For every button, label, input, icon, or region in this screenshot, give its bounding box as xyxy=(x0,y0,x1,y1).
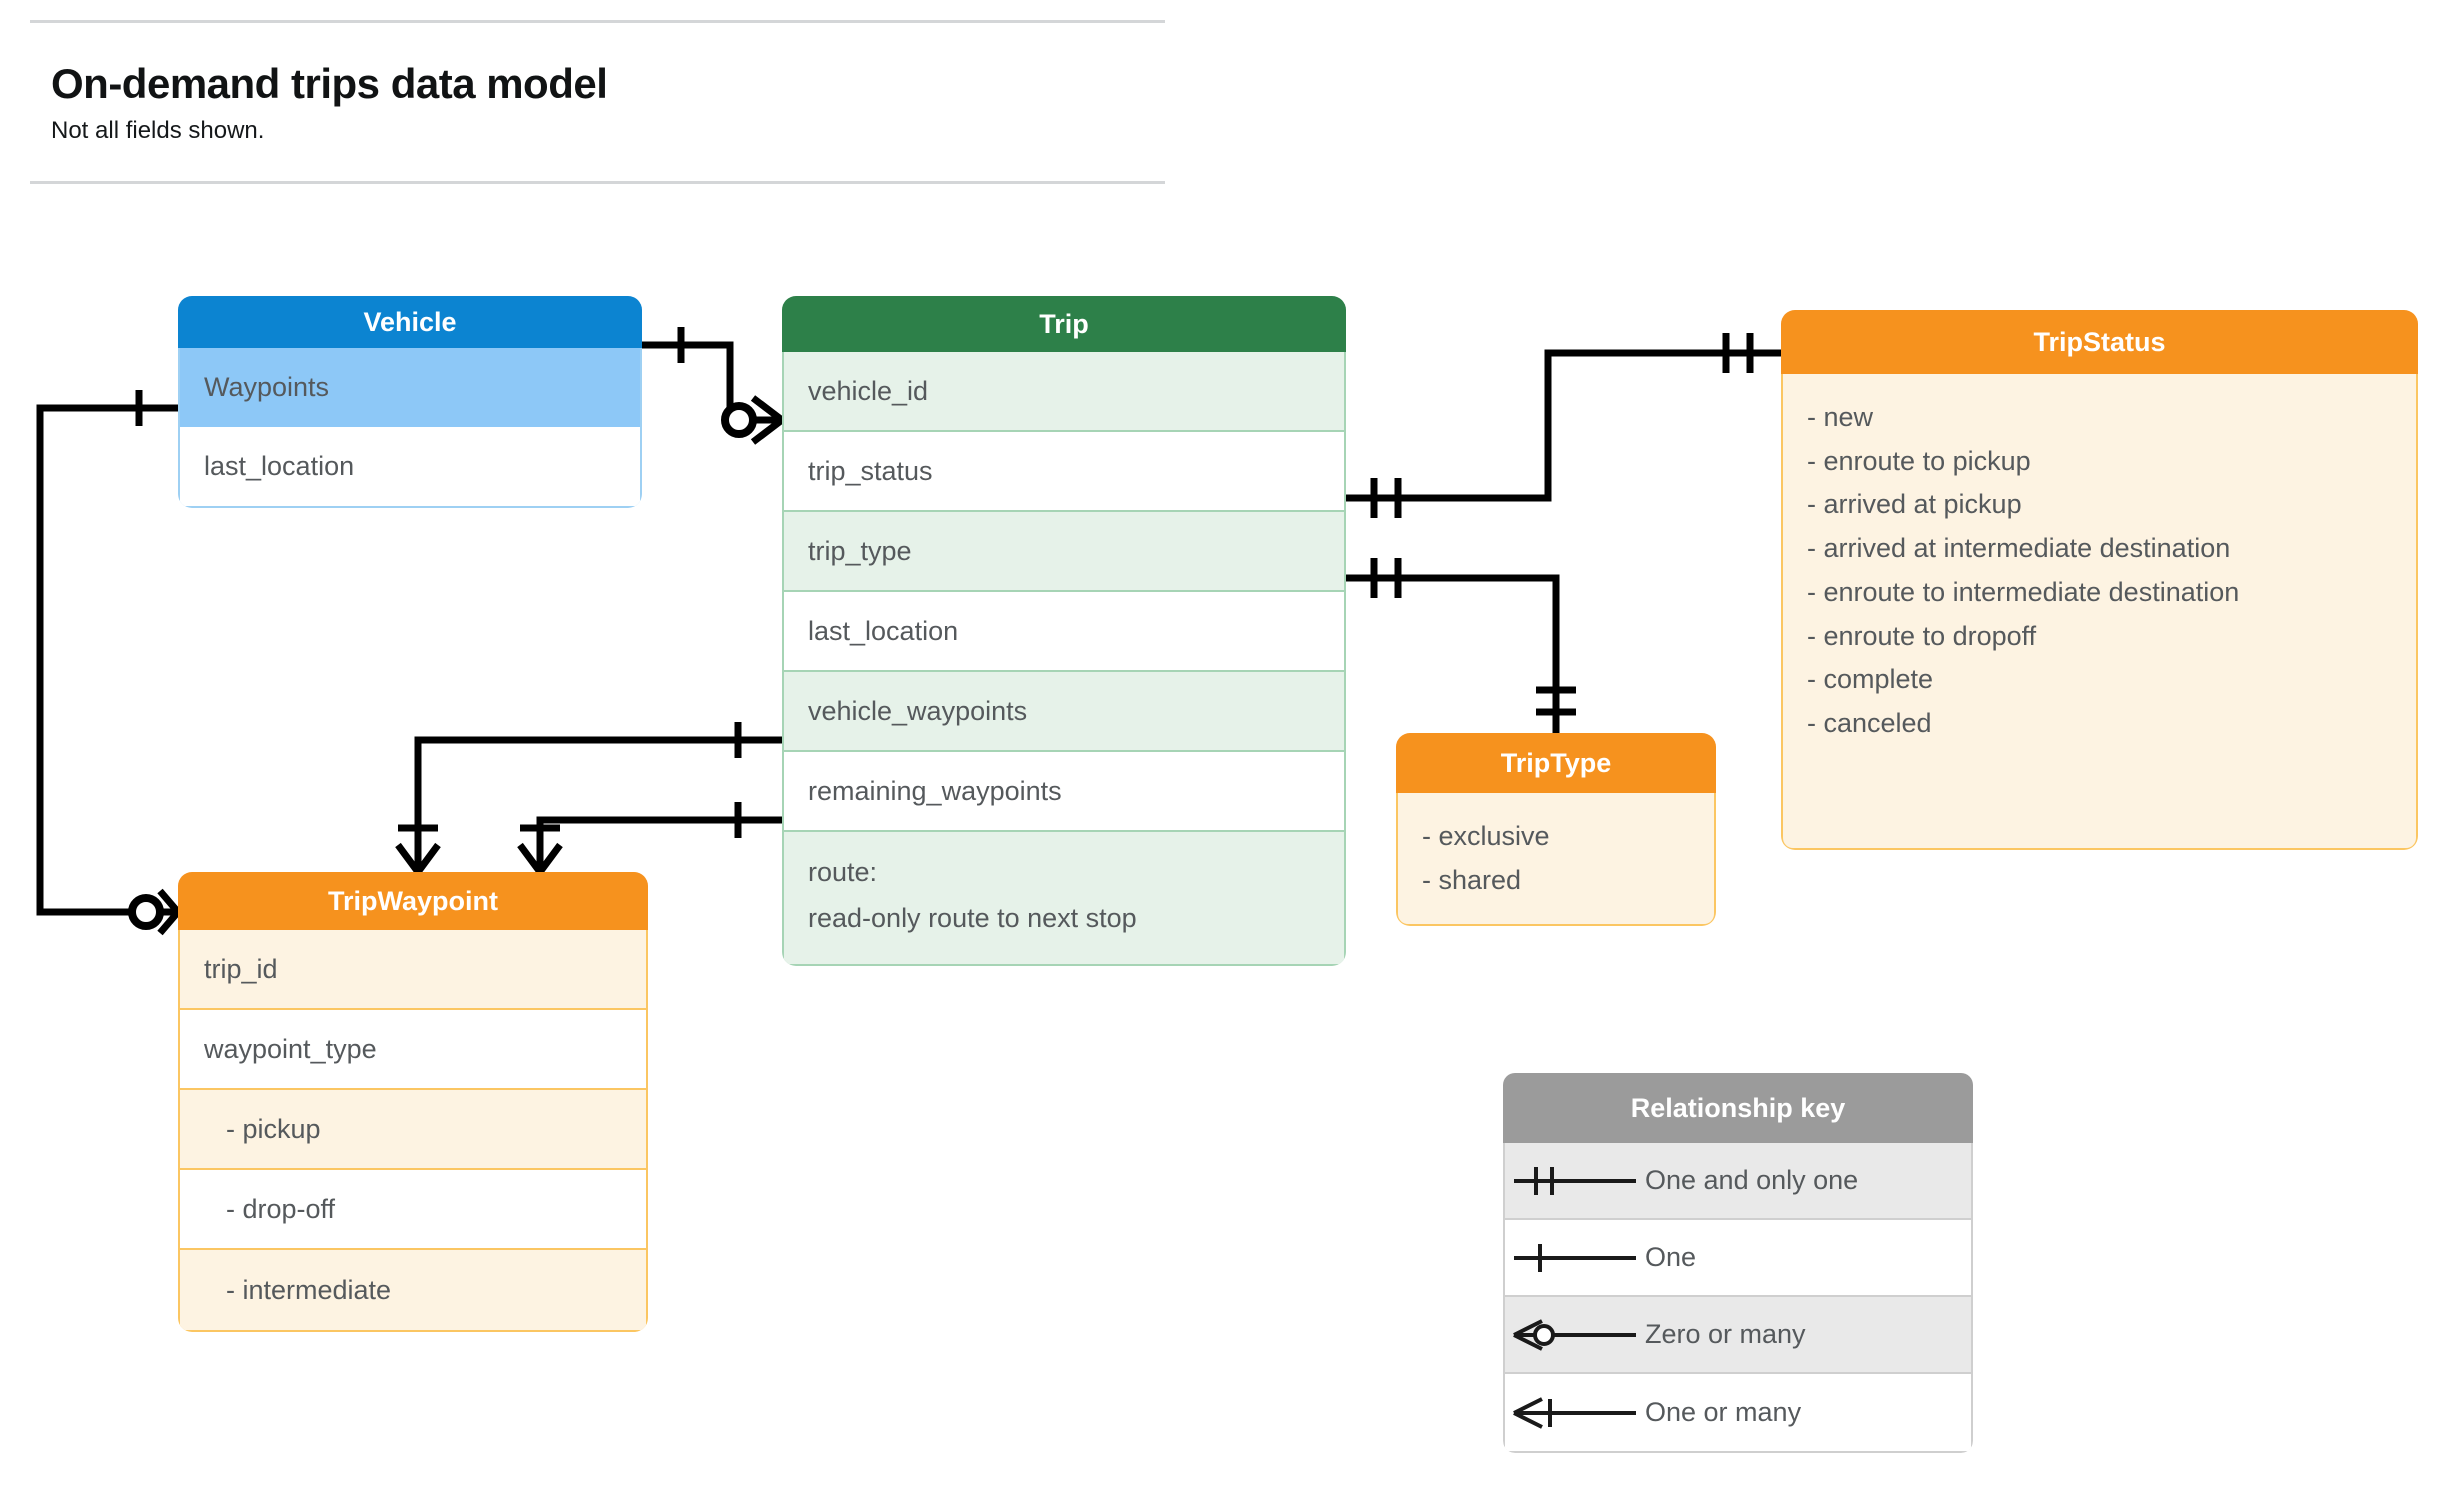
enum-value: - arrived at intermediate destination xyxy=(1807,533,2231,564)
enum-value: - enroute to pickup xyxy=(1807,445,2031,476)
field-trip-status[interactable]: trip_status xyxy=(784,432,1344,512)
entity-vehicle-fields: Waypoints last_location xyxy=(178,348,642,508)
zero-or-many-icon xyxy=(1505,1313,1645,1357)
one-or-many-icon xyxy=(1505,1391,1645,1435)
legend-label: One and only one xyxy=(1645,1165,1859,1195)
field-trip-type[interactable]: trip_type xyxy=(784,512,1344,592)
enum-value: - enroute to intermediate destination xyxy=(1807,576,2240,607)
enum-value: - new xyxy=(1807,402,1874,432)
page-subtitle: Not all fields shown. xyxy=(51,117,265,145)
entity-trip-title: Trip xyxy=(782,296,1346,352)
legend-label: One or many xyxy=(1645,1397,1802,1427)
entity-tripwaypoint-fields: trip_id waypoint_type - pickup - drop-of… xyxy=(178,930,648,1332)
legend-row-one-and-only-one: One and only one xyxy=(1505,1143,1971,1220)
enum-value: - shared xyxy=(1422,864,1522,895)
relationship-key-rows: One and only one One xyxy=(1503,1143,1973,1453)
entity-tripstatus-values: - new - enroute to pickup - arrived at p… xyxy=(1781,374,2418,850)
header-rule-top xyxy=(30,20,1165,23)
legend-label: Zero or many xyxy=(1645,1319,1806,1349)
field-trip-id[interactable]: trip_id xyxy=(180,930,646,1010)
legend-row-one-or-many: One or many xyxy=(1505,1374,1971,1451)
entity-tripwaypoint[interactable]: TripWaypoint trip_id waypoint_type - pic… xyxy=(178,872,648,1332)
field-route-label: route: xyxy=(808,857,878,887)
field-last-location[interactable]: last_location xyxy=(784,592,1344,672)
enum-value: - arrived at pickup xyxy=(1807,489,2022,520)
legend-row-one: One xyxy=(1505,1220,1971,1297)
entity-vehicle[interactable]: Vehicle Waypoints last_location xyxy=(178,296,642,508)
one-icon xyxy=(1505,1236,1645,1280)
legend-label: One xyxy=(1645,1242,1697,1272)
entity-triptype-title: TripType xyxy=(1396,733,1716,793)
relationship-key: Relationship key One and only one xyxy=(1503,1073,1973,1453)
enum-value-intermediate: - intermediate xyxy=(180,1250,646,1330)
relationship-key-title: Relationship key xyxy=(1503,1073,1973,1143)
entity-triptype[interactable]: TripType - exclusive - shared xyxy=(1396,733,1716,927)
enum-value-pickup: - pickup xyxy=(180,1090,646,1170)
enum-value: - complete xyxy=(1807,664,1934,695)
page-title: On-demand trips data model xyxy=(51,60,608,107)
field-last-location[interactable]: last_location xyxy=(180,427,640,506)
entity-trip[interactable]: Trip vehicle_id trip_status trip_type la… xyxy=(782,296,1346,966)
document-header: On-demand trips data model Not all field… xyxy=(30,20,1165,184)
enum-value: - exclusive xyxy=(1422,821,1550,851)
enum-value-dropoff: - drop-off xyxy=(180,1170,646,1250)
field-waypoint-type[interactable]: waypoint_type xyxy=(180,1010,646,1090)
legend-row-zero-or-many: Zero or many xyxy=(1505,1297,1971,1374)
field-route[interactable]: route: read-only route to next stop xyxy=(784,832,1344,964)
entity-tripwaypoint-title: TripWaypoint xyxy=(178,872,648,930)
entity-tripstatus[interactable]: TripStatus - new - enroute to pickup - a… xyxy=(1781,310,2418,850)
field-vehicle-waypoints[interactable]: vehicle_waypoints xyxy=(784,672,1344,752)
field-remaining-waypoints[interactable]: remaining_waypoints xyxy=(784,752,1344,832)
header-rule-bottom xyxy=(30,180,1165,184)
field-vehicle-id[interactable]: vehicle_id xyxy=(784,352,1344,432)
entity-triptype-values: - exclusive - shared xyxy=(1396,793,1716,927)
entity-tripstatus-title: TripStatus xyxy=(1781,310,2418,374)
field-waypoints[interactable]: Waypoints xyxy=(180,348,640,427)
entity-trip-fields: vehicle_id trip_status trip_type last_lo… xyxy=(782,352,1346,966)
entity-vehicle-title: Vehicle xyxy=(178,296,642,348)
enum-value: - enroute to dropoff xyxy=(1807,620,2037,651)
field-route-description: read-only route to next stop xyxy=(808,902,1137,933)
one-and-only-one-icon xyxy=(1505,1159,1645,1203)
enum-value: - canceled xyxy=(1807,708,1932,739)
